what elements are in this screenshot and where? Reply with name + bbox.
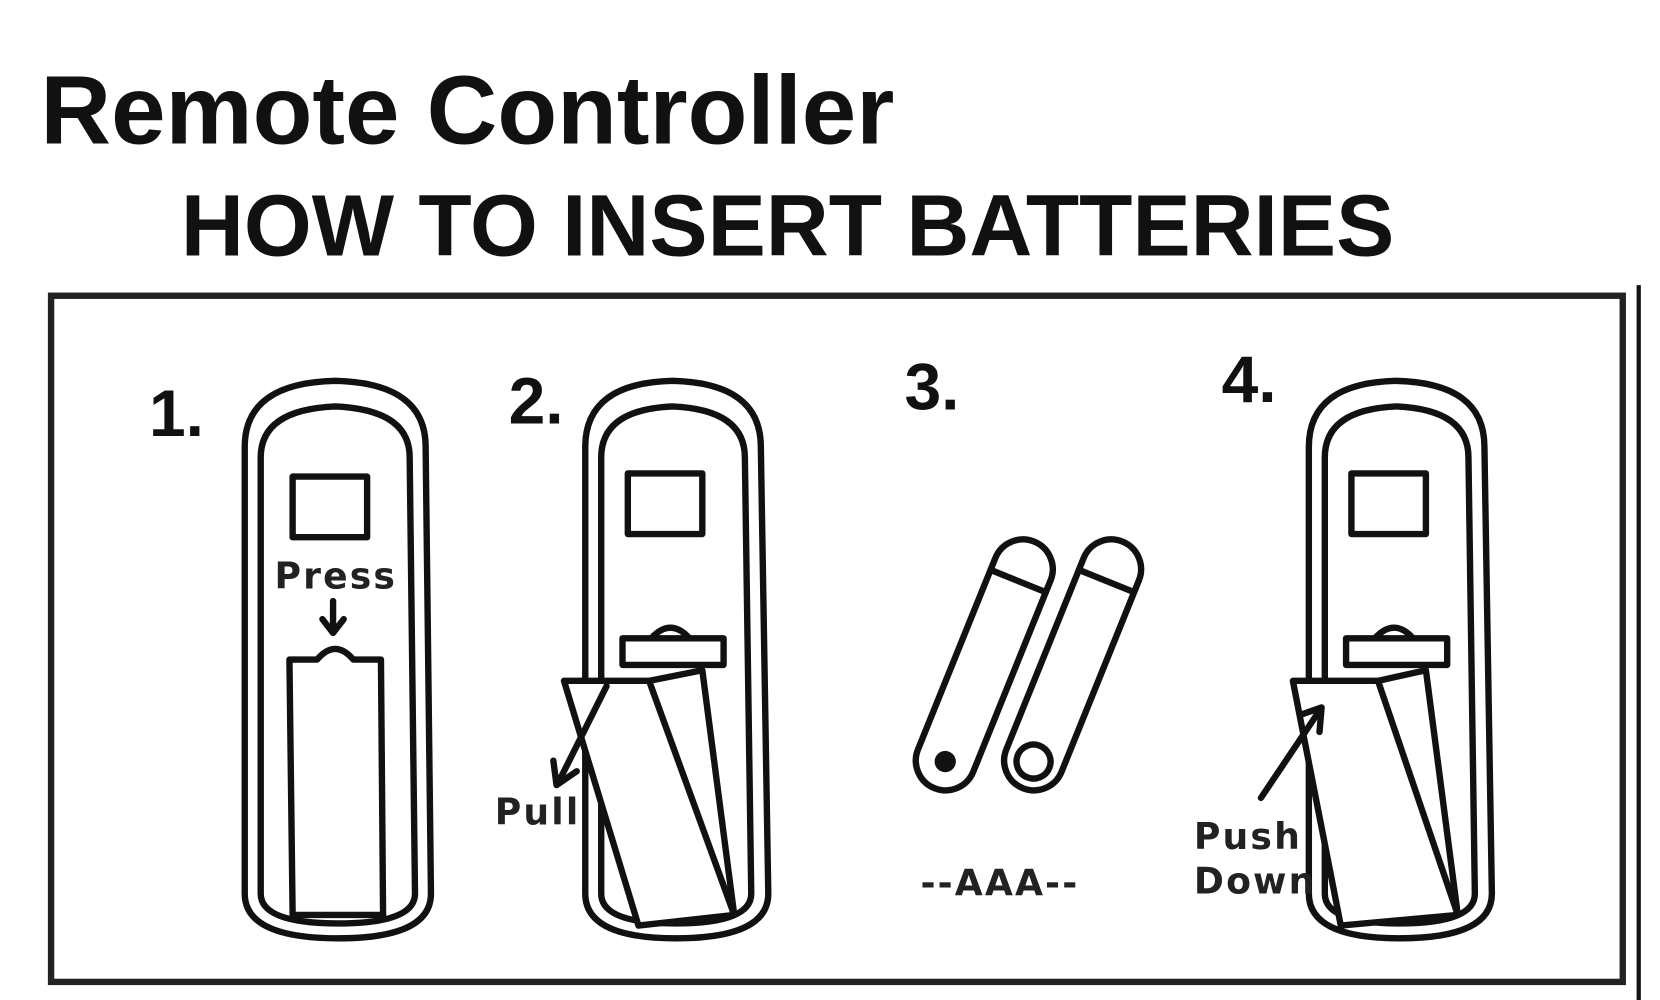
diagram-frame [47,292,1626,986]
pull-label: Pull [495,790,581,833]
step-number: 2. [509,363,564,437]
step-number: 1. [149,376,204,450]
remote-closed-icon: Press [241,377,435,942]
aaa-battery-icon [912,536,1056,794]
page-title: Remote Controller [40,55,894,165]
step-number: 4. [1222,342,1277,416]
step-1: 1. Press [149,376,435,942]
aaa-label: --AAA-- [920,862,1079,905]
step-3: 3. --AAA-- [904,350,1145,905]
step-4: 4. Push Down [1194,342,1496,942]
page-subtitle: HOW TO INSERT BATTERIES [181,177,1394,274]
press-label: Press [275,554,398,597]
step-2: 2. Pull [495,363,772,942]
down-label: Down [1194,860,1317,903]
aaa-battery-icon [1000,536,1145,794]
push-label: Push [1194,815,1302,858]
remote-open-icon: Pull [495,377,772,942]
step-number: 3. [904,350,959,424]
remote-closing-icon: Push Down [1194,377,1496,942]
